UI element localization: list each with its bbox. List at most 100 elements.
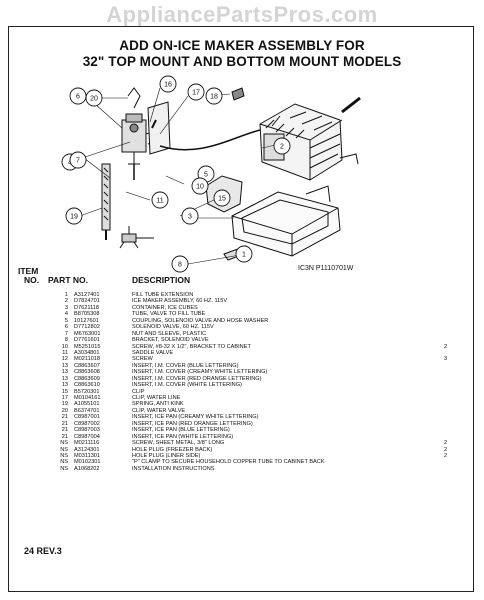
part-number: M0211116: [74, 440, 100, 447]
callout-6: 6: [69, 87, 87, 105]
description: INSERT, ICE PAN (BLUE LETTERING): [132, 427, 230, 434]
description: INSERT, I.M. COVER (WHITE LETTERING): [132, 382, 242, 389]
callout-label: 7: [76, 158, 80, 165]
item-no: 11: [62, 349, 68, 356]
table-row: 21 C8987003 INSERT, ICE PAN (BLUE LETTERIN…: [46, 427, 456, 433]
description: INSERT, I.M. COVER (RED ORANGE LETTERING…: [132, 375, 262, 382]
item-no: 20: [61, 407, 68, 414]
page-title-line-2: 32" TOP MOUNT AND BOTTOM MOUNT MODELS: [82, 54, 402, 69]
callout-label: 4: [68, 160, 72, 167]
callout-label: 20: [90, 96, 98, 103]
description: CLIP, WATER LINE: [132, 395, 181, 401]
part-number: B8705308: [74, 311, 100, 318]
part-number: C8987003: [74, 427, 100, 434]
part-number: B5720301: [74, 388, 100, 395]
description: CLIP: [132, 388, 145, 395]
description: SADDLE VALVE: [132, 349, 174, 356]
item-no: 21: [61, 427, 68, 434]
part-number: C8987001: [74, 414, 100, 421]
callout-label: 15: [218, 196, 226, 203]
solenoid-valve-drawing: [121, 113, 161, 165]
column-header-no: NO.: [24, 275, 40, 285]
item-no: 19: [61, 401, 68, 408]
quantity: 3: [444, 356, 448, 363]
description: INSTALLATION INSTRUCTIONS: [132, 465, 215, 472]
item-no: 4: [64, 311, 68, 318]
item-no: 3: [64, 304, 68, 311]
callout-8: 8: [171, 255, 189, 273]
item-no: 6: [64, 324, 68, 331]
part-number: C8863608: [74, 369, 100, 376]
part-number: A1068202: [74, 465, 100, 472]
callout-17: 17: [187, 83, 205, 101]
part-number: M6763001: [74, 330, 101, 337]
column-header-item: ITEM: [18, 266, 39, 276]
ice-cube-container-drawing: [231, 185, 341, 257]
water-tube-drawing: [159, 129, 261, 151]
callout-label: 6: [76, 94, 80, 101]
description: COUPLING, SOLENOID VALVE AND HOSE WASHER: [132, 317, 269, 324]
ice-maker-assembly-drawing: [259, 96, 361, 181]
description: FILL TUBE EXTENSION: [132, 292, 194, 298]
description: INSERT, ICE PAN (WHITE LETTERING): [132, 433, 234, 440]
description: SPRING, ANTI KINK: [132, 401, 184, 408]
part-number: C8863607: [74, 362, 100, 369]
item-no: 2: [64, 298, 68, 305]
callout-label: 2: [280, 144, 284, 151]
description: "P" CLAMP TO SECURE HOUSEHOLD COPPER TUB…: [132, 459, 325, 466]
description: INSERT, ICE PAN (CREAMY WHITE LETTERING): [132, 414, 259, 421]
callout-11: 11: [151, 191, 169, 209]
item-no: NS: [60, 459, 68, 466]
callout-1: 1: [235, 245, 253, 263]
description: HOLE PLUG (FREEZER BACK): [132, 446, 213, 453]
callout-2: 2: [273, 137, 291, 155]
description: SOLENOID VALVE, 60 HZ. 115V: [132, 324, 214, 331]
page-frame: [8, 26, 474, 592]
column-header-description: DESCRIPTION: [132, 275, 191, 285]
column-header-part-no: PART NO.: [48, 275, 88, 285]
item-no: 15: [61, 388, 68, 395]
table-row: 15 B5720301 CLIP: [46, 389, 456, 395]
item-no: 13: [61, 375, 68, 382]
page-footer: 24 REV.3: [24, 546, 62, 556]
part-number: D7712802: [74, 324, 100, 331]
saddle-valve-drawing: [119, 226, 154, 249]
item-no: 7: [64, 330, 68, 337]
part-number: C8987004: [74, 433, 100, 440]
callout-15: 15: [213, 189, 231, 207]
item-no: 1: [64, 292, 68, 298]
part-number: D7761601: [74, 337, 100, 344]
item-no: 21: [61, 420, 68, 427]
part-number: M5251015: [74, 343, 101, 350]
description: BRACKET, SOLENOID VALVE: [132, 337, 209, 344]
watermark-text: AppliancePartsPros.com: [106, 2, 378, 27]
part-number: D7621118: [74, 304, 99, 311]
quantity: 2: [444, 343, 448, 350]
description: SCREW, #8-32 X 1/2", BRACKET TO CABINET: [132, 343, 251, 350]
callout-label: 17: [192, 90, 200, 97]
item-no: 13: [61, 382, 68, 389]
description: HOLE PLUG (LINER SIDE): [132, 452, 201, 459]
part-number: 10127601: [74, 317, 99, 324]
quantity: 2: [444, 446, 448, 453]
description: INSERT, ICE PAN (RED ORANGE LETTERING): [132, 420, 253, 427]
part-number: C8987002: [74, 420, 100, 427]
item-no: 17: [61, 395, 68, 401]
description: NUT AND SLEEVE, PLASTIC: [132, 330, 207, 337]
callout-label: 16: [164, 82, 172, 89]
description: CONTAINER, ICE CUBES: [132, 304, 198, 311]
callout-10: 10: [191, 177, 209, 195]
